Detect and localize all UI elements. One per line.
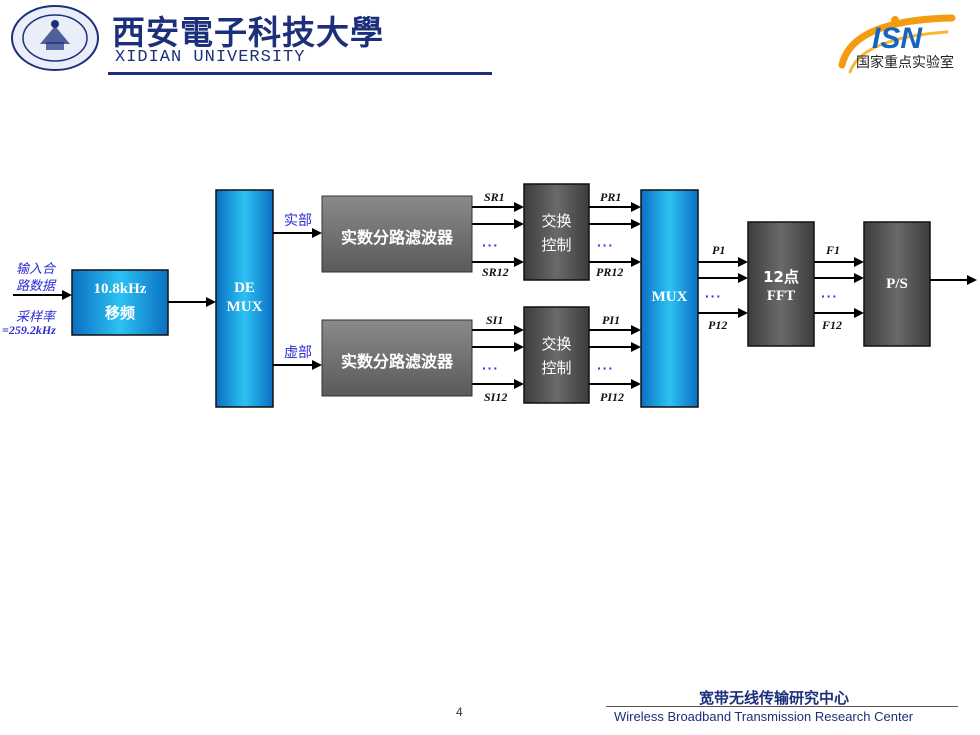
filter-block-bottom bbox=[321, 319, 473, 397]
input-label-line1: 输入合 bbox=[16, 261, 56, 276]
dots-fft: ··· bbox=[821, 288, 838, 304]
switch-bottom-text-line2: 控制 bbox=[541, 359, 572, 377]
university-name-cn: 西安電子科技大學 bbox=[112, 13, 384, 52]
shift-label-text: 移频 bbox=[104, 304, 135, 322]
footer-center-name-cn: 宽带无线传输研究中心 bbox=[699, 689, 850, 707]
signal-si1: SI1 bbox=[486, 313, 504, 327]
filter-block-top bbox=[321, 195, 473, 273]
filter-text-top: 实数分路滤波器 bbox=[340, 228, 453, 247]
frequency-shift-block bbox=[71, 269, 169, 336]
isn-logo-text: ISN bbox=[872, 22, 923, 55]
demux-text-line2: MUX bbox=[226, 299, 263, 315]
signal-si12: SI12 bbox=[484, 390, 508, 404]
signal-pr12: PR12 bbox=[596, 265, 624, 279]
imag-branch-label: 虚部 bbox=[284, 345, 312, 361]
signal-sr12: SR12 bbox=[482, 265, 509, 279]
ps-text: P/S bbox=[886, 276, 908, 292]
ps-block bbox=[863, 221, 931, 347]
mux-text: MUX bbox=[651, 289, 688, 305]
mux-block bbox=[640, 189, 699, 408]
fft-block bbox=[747, 221, 815, 347]
signal-sr1: SR1 bbox=[484, 190, 505, 204]
sample-rate-label-line1: 采样率 bbox=[16, 309, 56, 324]
signal-f1: F1 bbox=[826, 243, 841, 257]
isn-lab-logo: ISN bbox=[838, 14, 956, 74]
switch-control-block-bottom bbox=[523, 306, 590, 404]
fft-text-line2: FFT bbox=[766, 288, 796, 304]
switch-top-text-line1: 交换 bbox=[541, 212, 572, 230]
signal-pi1: PI1 bbox=[602, 313, 620, 327]
dots-filter-bottom: ··· bbox=[482, 360, 499, 376]
sample-rate-label-line2: =259.2kHz bbox=[2, 323, 56, 337]
page-number: 4 bbox=[456, 705, 463, 719]
university-seal-logo bbox=[11, 5, 99, 71]
demux-text-line1: DE bbox=[234, 280, 255, 296]
header-divider bbox=[108, 72, 492, 75]
input-label-line2: 路数据 bbox=[16, 278, 56, 293]
footer-center-name-en: Wireless Broadband Transmission Research… bbox=[614, 709, 914, 724]
shift-freq-text: 10.8kHz bbox=[93, 281, 147, 297]
switch-top-text-line2: 控制 bbox=[541, 236, 572, 254]
demux-block bbox=[215, 189, 274, 408]
dots-mux: ··· bbox=[705, 288, 722, 304]
dots-switch-top: ··· bbox=[597, 237, 614, 253]
footer-divider bbox=[606, 706, 958, 707]
signal-pi12: PI12 bbox=[600, 390, 624, 404]
university-name-en: XIDIAN UNIVERSITY bbox=[115, 48, 306, 67]
dots-filter-top: ··· bbox=[482, 237, 499, 253]
filter-text-bottom: 实数分路滤波器 bbox=[340, 352, 453, 371]
real-branch-label: 实部 bbox=[284, 213, 312, 229]
signal-p1: P1 bbox=[712, 243, 726, 257]
lab-name: 国家重点实验室 bbox=[856, 55, 954, 71]
signal-pr1: PR1 bbox=[600, 190, 622, 204]
switch-control-block-top bbox=[523, 183, 590, 281]
dots-switch-bottom: ··· bbox=[597, 360, 614, 376]
signal-f12: F12 bbox=[822, 318, 843, 332]
switch-bottom-text-line1: 交换 bbox=[541, 335, 572, 353]
signal-p12: P12 bbox=[708, 318, 728, 332]
fft-text-line1: 12点 bbox=[763, 268, 799, 286]
